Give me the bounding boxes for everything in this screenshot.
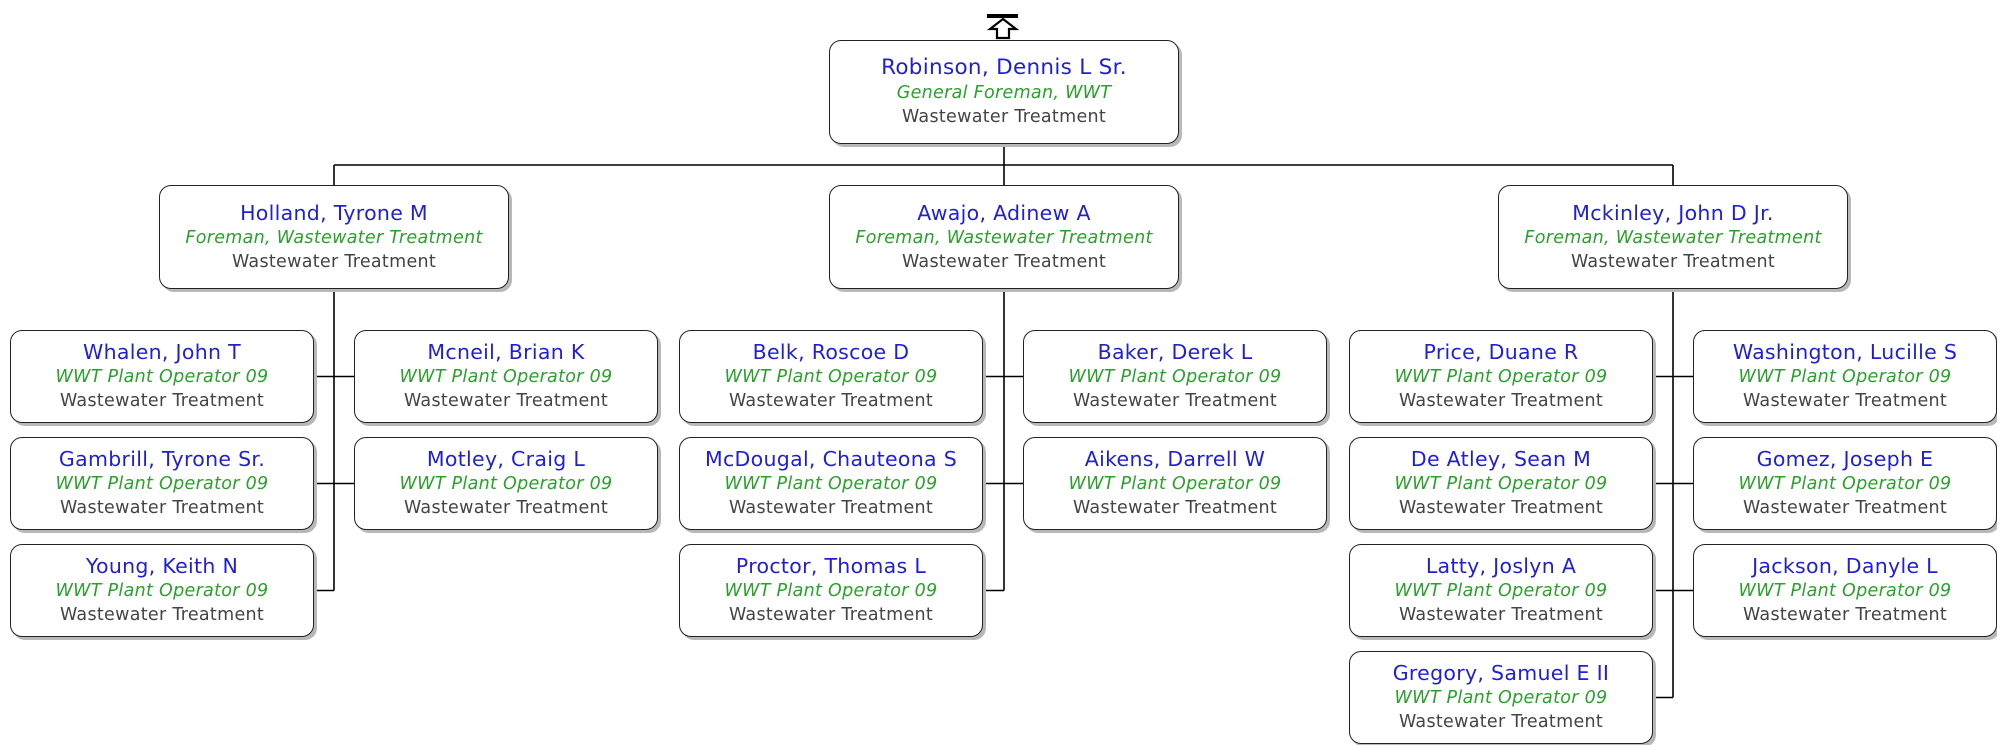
job-title: Foreman, Wastewater Treatment <box>185 227 483 248</box>
org-card-report-3-5[interactable]: Latty, Joslyn A WWT Plant Operator 09 Wast… <box>1349 544 1653 637</box>
person-name: Awajo, Adinew A <box>917 200 1091 225</box>
department: Wastewater Treatment <box>403 391 609 411</box>
job-title: WWT Plant Operator 09 <box>724 367 938 387</box>
department: Wastewater Treatment <box>1072 391 1278 411</box>
person-name: Proctor, Thomas L <box>735 554 927 578</box>
job-title: Foreman, Wastewater Treatment <box>855 227 1153 248</box>
department: Wastewater Treatment <box>59 498 265 518</box>
person-name: Gambrill, Tyrone Sr. <box>58 447 266 471</box>
person-name: Mcneil, Brian K <box>427 340 585 364</box>
person-name: Holland, Tyrone M <box>240 200 428 225</box>
person-name: Gomez, Joseph E <box>1756 447 1934 471</box>
job-title: WWT Plant Operator 09 <box>1738 474 1952 494</box>
job-title: WWT Plant Operator 09 <box>1394 367 1608 387</box>
org-card-report-2-1[interactable]: Belk, Roscoe D WWT Plant Operator 09 Waste… <box>679 330 983 423</box>
person-name: Whalen, John T <box>83 340 241 364</box>
job-title: WWT Plant Operator 09 <box>55 367 269 387</box>
person-name: Motley, Craig L <box>426 447 586 471</box>
org-card-report-2-4[interactable]: Aikens, Darrell W WWT Plant Operator 09 Wa… <box>1023 437 1327 530</box>
department: Wastewater Treatment <box>1742 498 1948 518</box>
department: Wastewater Treatment <box>1398 498 1604 518</box>
department: Wastewater Treatment <box>1398 712 1604 732</box>
org-card-report-2-2[interactable]: Baker, Derek L WWT Plant Operator 09 Waste… <box>1023 330 1327 423</box>
job-title: WWT Plant Operator 09 <box>399 474 613 494</box>
person-name: Jackson, Danyle L <box>1752 554 1938 578</box>
department: Wastewater Treatment <box>728 498 934 518</box>
department: Wastewater Treatment <box>1742 605 1948 625</box>
org-card-report-2-5[interactable]: Proctor, Thomas L WWT Plant Operator 09 Wa… <box>679 544 983 637</box>
job-title: WWT Plant Operator 09 <box>1068 367 1282 387</box>
department: Wastewater Treatment <box>728 391 934 411</box>
job-title: WWT Plant Operator 09 <box>1394 581 1608 601</box>
department: Wastewater Treatment <box>728 605 934 625</box>
job-title: WWT Plant Operator 09 <box>399 367 613 387</box>
job-title: General Foreman, WWT <box>896 83 1112 103</box>
person-name: Price, Duane R <box>1423 340 1579 364</box>
job-title: WWT Plant Operator 09 <box>1394 474 1608 494</box>
person-name: Gregory, Samuel E II <box>1392 661 1610 685</box>
job-title: WWT Plant Operator 09 <box>724 581 938 601</box>
org-card-report-1-2[interactable]: Mcneil, Brian K WWT Plant Operator 09 Wast… <box>354 330 658 423</box>
org-card-report-3-3[interactable]: De Atley, Sean M WWT Plant Operator 09 Was… <box>1349 437 1653 530</box>
org-card-report-3-2[interactable]: Washington, Lucille S WWT Plant Operator … <box>1693 330 1997 423</box>
org-card-report-3-7[interactable]: Gregory, Samuel E II WWT Plant Operator 0… <box>1349 651 1653 744</box>
job-title: WWT Plant Operator 09 <box>55 581 269 601</box>
person-name: Washington, Lucille S <box>1732 340 1958 364</box>
department: Wastewater Treatment <box>901 107 1107 127</box>
job-title: WWT Plant Operator 09 <box>1068 474 1282 494</box>
org-card-root[interactable]: Robinson, Dennis L Sr. General Foreman, … <box>829 40 1179 144</box>
department: Wastewater Treatment <box>1072 498 1278 518</box>
person-name: Mckinley, John D Jr. <box>1572 200 1774 225</box>
org-card-report-3-4[interactable]: Gomez, Joseph E WWT Plant Operator 09 Wast… <box>1693 437 1997 530</box>
job-title: WWT Plant Operator 09 <box>55 474 269 494</box>
org-card-report-1-5[interactable]: Young, Keith N WWT Plant Operator 09 Waste… <box>10 544 314 637</box>
org-card-report-1-1[interactable]: Whalen, John T WWT Plant Operator 09 Waste… <box>10 330 314 423</box>
person-name: Baker, Derek L <box>1097 340 1253 364</box>
department: Wastewater Treatment <box>403 498 609 518</box>
org-card-manager-3[interactable]: Mckinley, John D Jr.Foreman, Wastewater … <box>1498 185 1848 289</box>
department: Wastewater Treatment <box>1398 605 1604 625</box>
department: Wastewater Treatment <box>1570 251 1776 272</box>
person-name: Belk, Roscoe D <box>752 340 910 364</box>
department: Wastewater Treatment <box>1398 391 1604 411</box>
job-title: WWT Plant Operator 09 <box>1738 581 1952 601</box>
job-title: Foreman, Wastewater Treatment <box>1524 227 1822 248</box>
department: Wastewater Treatment <box>59 605 265 625</box>
person-name: Robinson, Dennis L Sr. <box>881 55 1127 80</box>
department: Wastewater Treatment <box>1742 391 1948 411</box>
navigate-up-arrow-icon[interactable] <box>986 10 1020 40</box>
job-title: WWT Plant Operator 09 <box>724 474 938 494</box>
org-card-report-3-6[interactable]: Jackson, Danyle L WWT Plant Operator 09 Wa… <box>1693 544 1997 637</box>
person-name: Young, Keith N <box>85 554 239 578</box>
person-name: McDougal, Chauteona S <box>704 447 958 471</box>
department: Wastewater Treatment <box>901 251 1107 272</box>
org-card-report-2-3[interactable]: McDougal, Chauteona S WWT Plant Operator … <box>679 437 983 530</box>
person-name: De Atley, Sean M <box>1410 447 1592 471</box>
org-card-report-3-1[interactable]: Price, Duane R WWT Plant Operator 09 Waste… <box>1349 330 1653 423</box>
job-title: WWT Plant Operator 09 <box>1394 688 1608 708</box>
org-card-report-1-3[interactable]: Gambrill, Tyrone Sr. WWT Plant Operator 0… <box>10 437 314 530</box>
org-card-report-1-4[interactable]: Motley, Craig L WWT Plant Operator 09 Wast… <box>354 437 658 530</box>
person-name: Latty, Joslyn A <box>1425 554 1577 578</box>
person-name: Aikens, Darrell W <box>1084 447 1266 471</box>
job-title: WWT Plant Operator 09 <box>1738 367 1952 387</box>
department: Wastewater Treatment <box>59 391 265 411</box>
department: Wastewater Treatment <box>231 251 437 272</box>
